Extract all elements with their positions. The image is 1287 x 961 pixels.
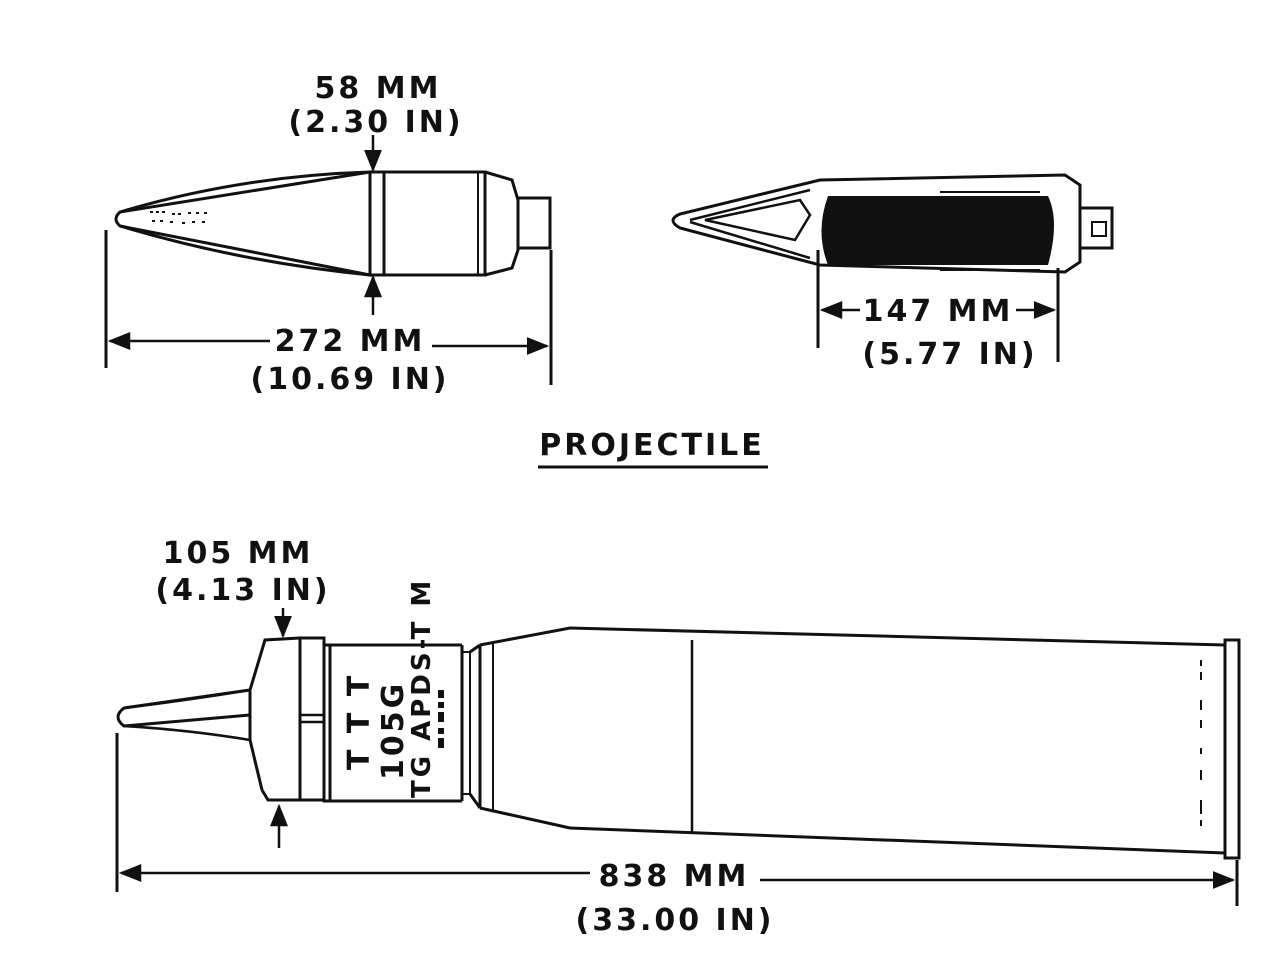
marking-line-1: T T T (342, 673, 377, 770)
core-length-dimension: 147 MM (5.77 IN) (816, 250, 1060, 372)
cartridge-caliber-mm: 105 MM (163, 536, 314, 571)
cartridge-caliber-in: (4.13 IN) (155, 573, 330, 608)
core-length-mm: 147 MM (863, 294, 1014, 329)
marking-line-2: 105G (376, 681, 411, 780)
marking-line-3: TG APDS-T M (407, 578, 437, 798)
cartridge-markings: T T T 105G TG APDS-T M (342, 578, 444, 798)
stencil-dots (150, 211, 207, 224)
projectile-length-dimension: 272 MM (10.69 IN) (104, 230, 553, 397)
cartridge-length-mm: 838 MM (599, 859, 750, 894)
projectile-caption-text: PROJECTILE (539, 428, 765, 463)
penetrator-core (821, 196, 1054, 265)
cartridge-caliber-dimension: 105 MM (4.13 IN) (155, 536, 330, 848)
cartridge-drawing: T T T 105G TG APDS-T M (116, 578, 1241, 860)
cartridge-length-in: (33.00 IN) (575, 903, 774, 938)
core-length-in: (5.77 IN) (862, 337, 1037, 372)
projectile-caption: PROJECTILE (538, 428, 768, 469)
projectile-diameter-mm: 58 MM (315, 71, 442, 106)
projectile-exterior-drawing (114, 170, 552, 277)
projectile-length-mm: 272 MM (275, 324, 426, 359)
cartridge-length-dimension: 838 MM (33.00 IN) (115, 733, 1239, 938)
projectile-diameter-dimension: 58 MM (2.30 IN) (288, 71, 463, 315)
projectile-length-in: (10.69 IN) (250, 362, 449, 397)
projectile-diameter-in: (2.30 IN) (288, 105, 463, 140)
case-base-stencil (1200, 660, 1202, 826)
projectile-cutaway-drawing (671, 173, 1114, 274)
